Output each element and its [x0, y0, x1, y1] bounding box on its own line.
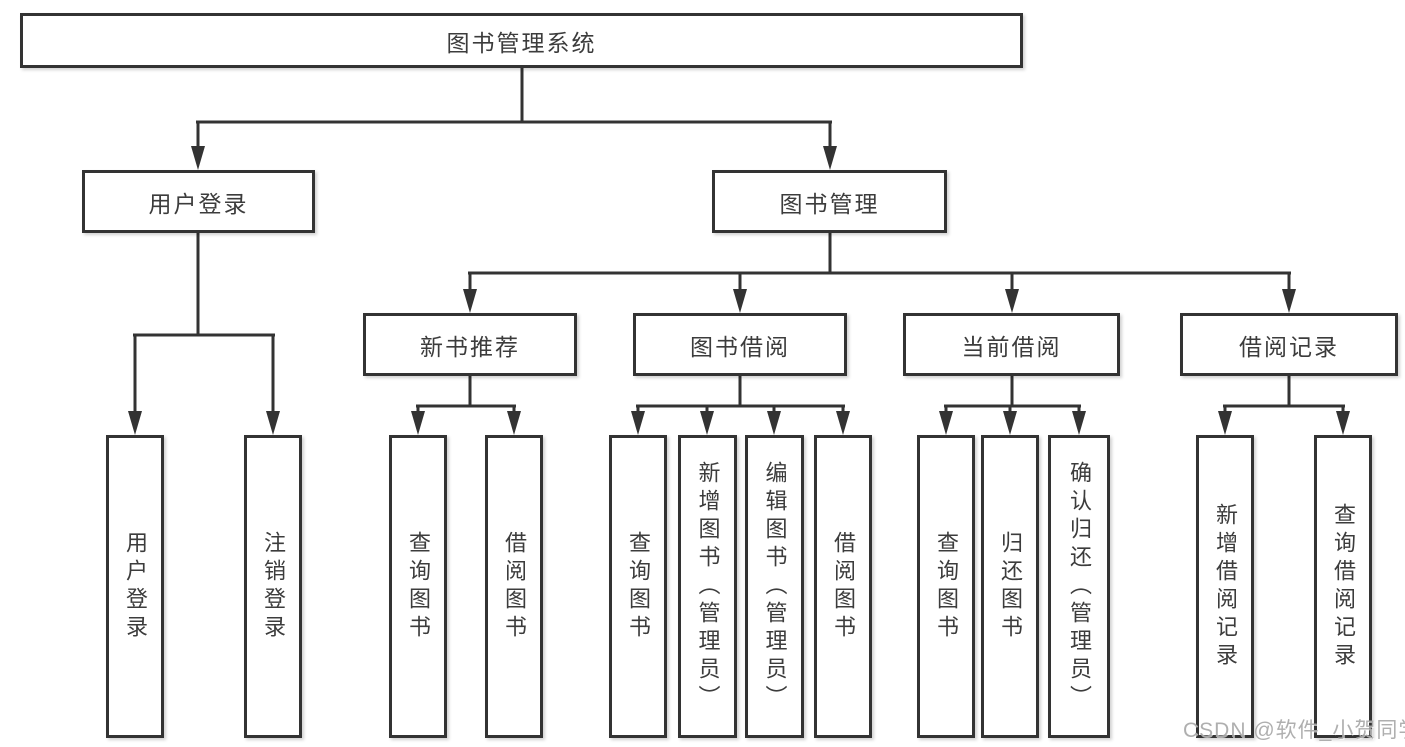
leaf-query-books-current: 查询图书	[917, 435, 975, 738]
leaf-query-books-borrowing: 查询图书	[609, 435, 667, 738]
leaf-return-books: 归还图书	[981, 435, 1039, 738]
leaf-edit-books-admin: 编辑图书（管理员）	[745, 435, 804, 738]
leaf-borrow-books-recommendation: 借阅图书	[485, 435, 543, 738]
leaf-confirm-return-admin: 确认归还（管理员）	[1048, 435, 1110, 738]
leaf-query-books-recommendation: 查询图书	[389, 435, 447, 738]
leaf-query-borrow-record: 查询借阅记录	[1314, 435, 1372, 738]
node-current-borrowing: 当前借阅	[903, 313, 1120, 376]
connector-user-login-to-leaves	[128, 233, 280, 435]
leaf-add-books-admin: 新增图书（管理员）	[678, 435, 737, 738]
leaf-logout: 注销登录	[244, 435, 302, 738]
leaf-user-login: 用户登录	[106, 435, 164, 738]
node-book-borrowing: 图书借阅	[633, 313, 847, 376]
connector-borrowing-records-to-leaves	[1218, 376, 1350, 435]
leaf-add-borrow-record: 新增借阅记录	[1196, 435, 1254, 738]
node-user-login: 用户登录	[82, 170, 315, 233]
connector-book-borrowing-to-leaves	[631, 376, 850, 435]
connector-book-management-to-level3	[463, 233, 1296, 313]
node-borrowing-records: 借阅记录	[1180, 313, 1398, 376]
csdn-watermark: CSDN @软件_小贺同学	[1183, 719, 1405, 742]
leaf-borrow-books: 借阅图书	[814, 435, 872, 738]
node-book-management: 图书管理	[712, 170, 947, 233]
connector-new-book-recommendation-to-leaves	[411, 376, 521, 435]
connector-root-to-level2	[191, 66, 837, 170]
node-new-book-recommendation: 新书推荐	[363, 313, 577, 376]
connector-current-borrowing-to-leaves	[939, 376, 1086, 435]
node-library-management-system: 图书管理系统	[20, 13, 1023, 68]
